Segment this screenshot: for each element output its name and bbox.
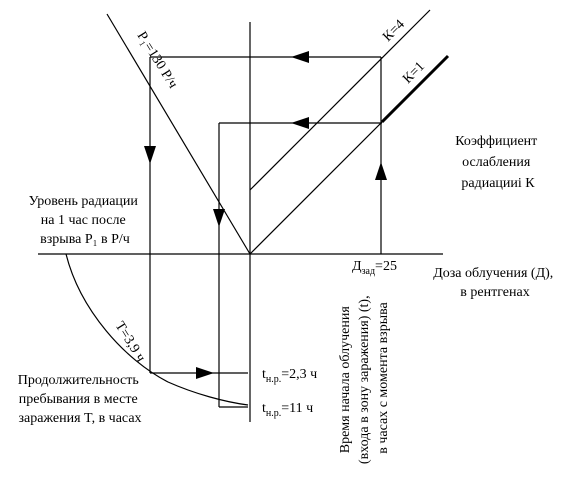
arrow-left-mid — [291, 117, 309, 129]
k4-line — [249, 9, 431, 191]
k1-label: К=1 — [400, 59, 428, 87]
arrow-left-top — [291, 51, 309, 63]
k1-line — [380, 54, 450, 124]
start-time-label: Время начала облучения (входа в зону зар… — [338, 292, 391, 464]
t-value-label: T=3,9 ч — [112, 319, 148, 365]
coefficient-label: Коэффициент ослабления радиацииi К — [455, 134, 541, 191]
tnr1-label: tн.р.=2,3 ч — [262, 367, 317, 385]
arrow-right-t — [196, 367, 214, 379]
k1-line-thin — [249, 121, 383, 255]
dose-value-label: Дзад=25 — [352, 259, 397, 277]
p1-line — [106, 13, 251, 255]
dose-axis-label: Доза облучения (Д), в рентгенах — [433, 266, 557, 300]
arrow-down-mid — [213, 209, 225, 227]
radiation-level-label: Уровень радиации на 1 час после взрыва P… — [29, 194, 142, 247]
k4-label: К=4 — [380, 17, 408, 45]
p1-label: P₁=130 Р/ч — [134, 29, 181, 91]
tnr2-label: tн.р.=11 ч — [262, 401, 313, 419]
arrow-down-left — [144, 146, 156, 164]
duration-label: Продолжительность пребывания в месте зар… — [18, 373, 143, 426]
arrow-up — [375, 162, 387, 180]
duration-curve — [65, 253, 249, 406]
